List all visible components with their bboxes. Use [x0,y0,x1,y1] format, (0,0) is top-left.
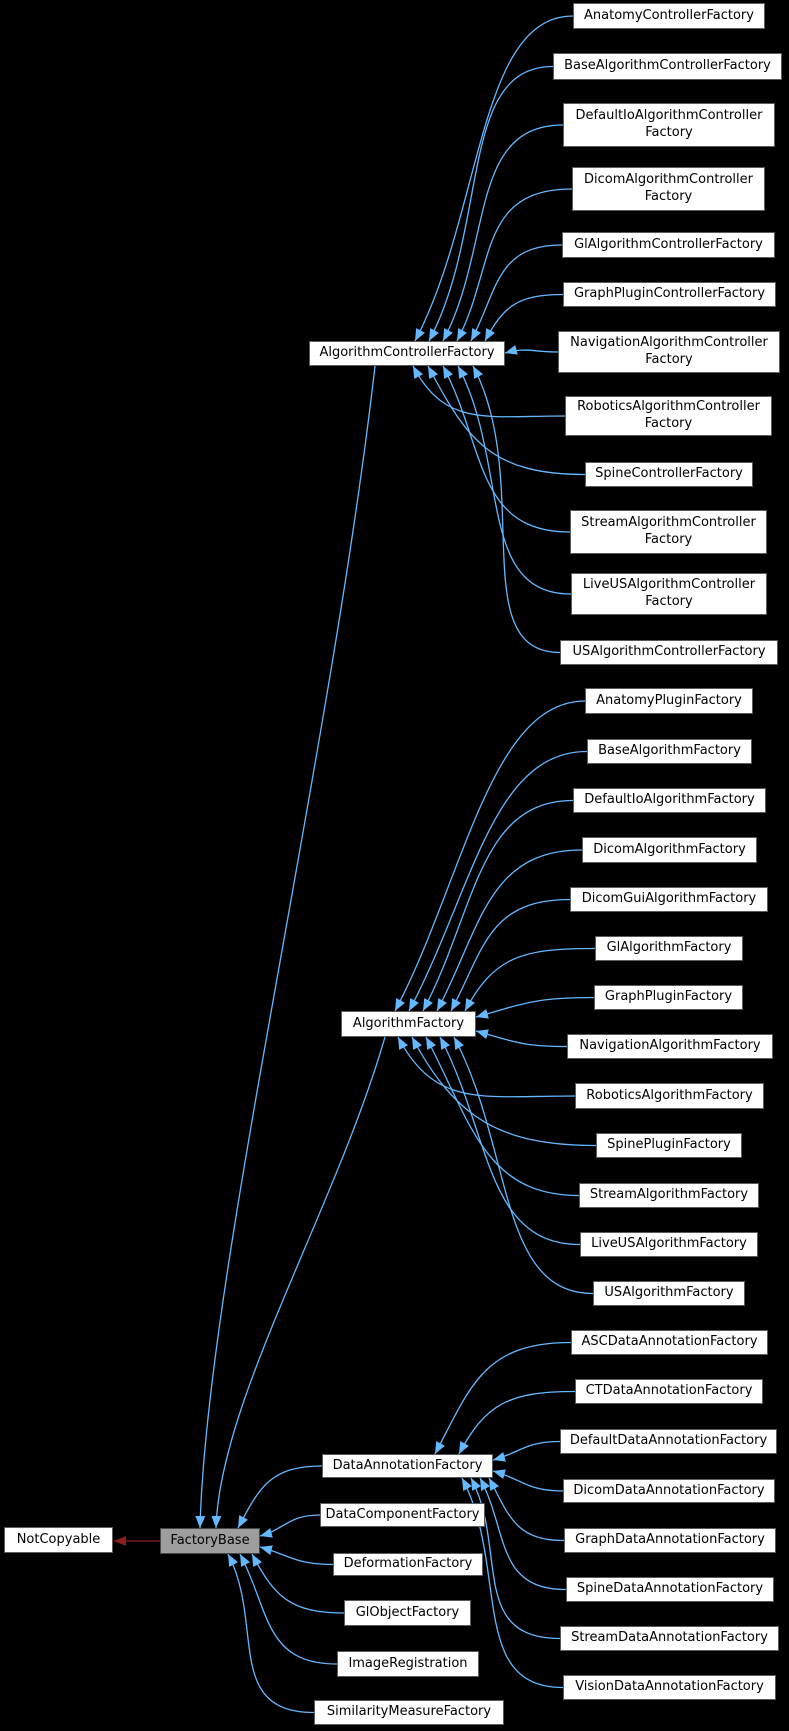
inheritance-edge [394,700,586,1012]
inheritance-edge [251,1553,345,1614]
inheritance-edge [239,1553,338,1665]
inheritance-edge [439,1036,581,1246]
node-us-algorithm-controller-factory[interactable]: USAlgorithmControllerFactory [560,640,778,665]
inheritance-edge [412,365,566,418]
inheritance-edge [434,1341,572,1455]
inheritance-edge [397,1036,576,1098]
inheritance-edge [408,750,588,1012]
inheritance-edge [458,1390,576,1455]
inheritance-edge [475,996,595,1019]
node-image-registration[interactable]: ImageRegistration [337,1651,479,1677]
node-not-copyable[interactable]: NotCopyable [4,1527,113,1553]
node-liveus-algorithm-controller-factory[interactable]: LiveUSAlgorithmController Factory [571,573,767,615]
node-robotics-algorithm-controller-factory[interactable]: RoboticsAlgorithmController Factory [565,396,772,436]
node-anatomy-plugin-factory[interactable]: AnatomyPluginFactory [585,688,753,714]
inheritance-edge [237,1465,323,1529]
node-stream-algorithm-factory[interactable]: StreamAlgorithmFactory [579,1183,759,1208]
node-dicom-data-annotation-factory[interactable]: DicomDataAnnotationFactory [563,1479,775,1503]
node-spine-controller-factory[interactable]: SpineControllerFactory [585,462,753,487]
inheritance-edge [422,799,574,1012]
node-data-annotation-factory[interactable]: DataAnnotationFactory [322,1454,493,1478]
node-ct-data-annotation-factory[interactable]: CTDataAnnotationFactory [575,1379,763,1404]
node-dicomgui-algorithm-factory[interactable]: DicomGuiAlgorithmFactory [570,887,768,912]
inheritance-edge [425,1036,580,1197]
node-spine-plugin-factory[interactable]: SpinePluginFactory [596,1133,742,1158]
inheritance-edge [450,898,571,1012]
node-default-data-annotation-factory[interactable]: DefaultDataAnnotationFactory [560,1429,777,1454]
node-algorithm-factory[interactable]: AlgorithmFactory [341,1011,476,1037]
inheritance-edge [442,365,571,533]
node-vision-data-annotation-factory[interactable]: VisionDataAnnotationFactory [563,1675,776,1700]
inheritance-edge [411,1036,597,1147]
node-navigation-algorithm-controller-factory[interactable]: NavigationAlgorithmController Factory [558,331,780,373]
node-similarity-measure-factory[interactable]: SimilarityMeasureFactory [314,1700,504,1725]
inheritance-edge [492,1469,564,1492]
node-navigation-algorithm-factory[interactable]: NavigationAlgorithmFactory [567,1034,773,1059]
node-base-algorithm-factory[interactable]: BaseAlgorithmFactory [587,739,752,764]
node-algorithm-controller-factory[interactable]: AlgorithmControllerFactory [309,341,505,366]
node-stream-algorithm-controller-factory[interactable]: StreamAlgorithmController Factory [570,510,767,554]
node-us-algorithm-factory[interactable]: USAlgorithmFactory [593,1281,745,1306]
inheritance-edge [436,849,583,1012]
inheritance-edge [484,293,564,342]
node-robotics-algorithm-factory[interactable]: RoboticsAlgorithmFactory [575,1083,764,1109]
inheritance-edge [259,1545,334,1566]
node-dicom-algorithm-factory[interactable]: DicomAlgorithmFactory [582,837,757,863]
inheritance-edge [259,1514,321,1538]
inheritance-edge [492,1440,561,1462]
node-dicom-algorithm-controller-factory[interactable]: DicomAlgorithmController Factory [572,167,765,211]
inheritance-edge [504,344,559,355]
node-factory-base: FactoryBase [160,1528,260,1554]
node-graph-data-annotation-factory[interactable]: GraphDataAnnotationFactory [564,1528,776,1553]
inheritance-edge [457,365,572,595]
inheritance-edge [453,1036,594,1295]
inheritance-edge [428,65,554,342]
node-base-algorithm-controller-factory[interactable]: BaseAlgorithmControllerFactory [553,53,782,80]
inheritance-edge [464,947,596,1012]
node-gl-algorithm-controller-factory[interactable]: GlAlgorithmControllerFactory [562,232,775,258]
inheritance-edge [470,244,563,342]
node-liveus-algorithm-factory[interactable]: LiveUSAlgorithmFactory [580,1232,758,1257]
inheritance-edge [479,1477,567,1591]
node-gl-algorithm-factory[interactable]: GlAlgorithmFactory [595,936,743,961]
inheritance-edge [472,365,561,654]
inheritance-edge [211,1036,386,1529]
node-gl-object-factory[interactable]: GlObjectFactory [344,1600,471,1626]
inheritance-edge [227,1553,315,1714]
inheritance-edge [414,15,574,342]
inheritance-edge [195,365,376,1529]
node-asc-data-annotation-factory[interactable]: ASCDataAnnotationFactory [571,1330,768,1355]
node-defaultio-algorithm-factory[interactable]: DefaultIoAlgorithmFactory [573,788,766,813]
inheritance-edge [427,365,586,476]
node-stream-data-annotation-factory[interactable]: StreamDataAnnotationFactory [560,1626,779,1651]
node-defaultio-algorithm-controller-factory[interactable]: DefaultIoAlgorithmController Factory [563,103,775,147]
node-deformation-factory[interactable]: DeformationFactory [333,1553,483,1576]
inheritance-edge [442,124,564,342]
node-graph-plugin-controller-factory[interactable]: GraphPluginControllerFactory [563,282,776,307]
node-anatomy-controller-factory[interactable]: AnatomyControllerFactory [573,3,765,29]
node-spine-data-annotation-factory[interactable]: SpineDataAnnotationFactory [566,1577,774,1602]
inheritance-edge [488,1477,565,1542]
inheritance-edge [475,1029,568,1048]
node-graph-plugin-factory[interactable]: GraphPluginFactory [594,985,743,1010]
inheritance-edge [456,188,573,342]
node-data-component-factory[interactable]: DataComponentFactory [320,1503,485,1527]
